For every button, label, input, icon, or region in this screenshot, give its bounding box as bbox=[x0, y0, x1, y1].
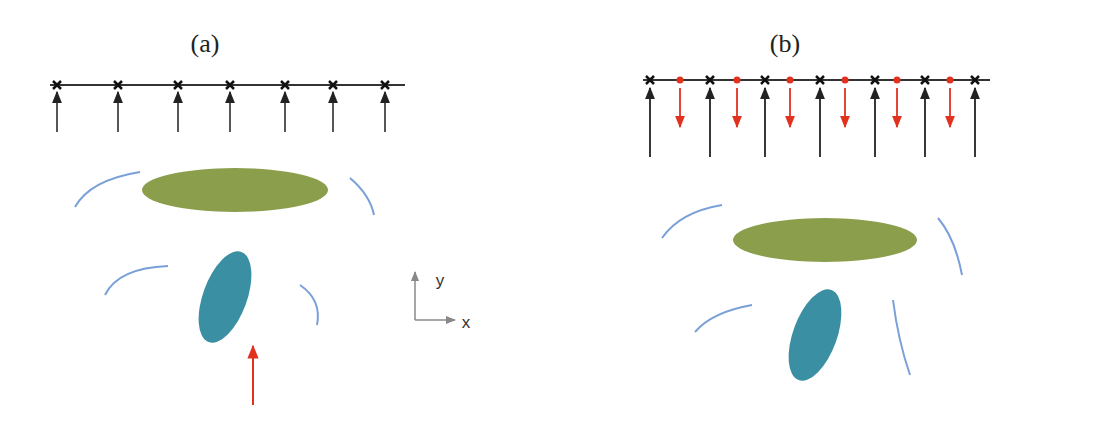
field-arrow bbox=[819, 88, 821, 157]
panel-label: (a) bbox=[191, 31, 220, 57]
sensor-cross bbox=[53, 81, 61, 89]
field-arrow bbox=[736, 88, 738, 127]
wave-arcs bbox=[75, 172, 374, 325]
scatterer-ellipse bbox=[733, 218, 917, 262]
sensor-cross bbox=[226, 81, 234, 89]
source-dot bbox=[947, 77, 954, 84]
field-arrow bbox=[117, 92, 119, 132]
sensor-cross bbox=[281, 81, 289, 89]
sensor-crosses bbox=[646, 76, 979, 84]
sensor-cross bbox=[921, 76, 929, 84]
received-arrows bbox=[57, 92, 385, 132]
scatterer-ellipse bbox=[188, 244, 262, 349]
incident-arrow bbox=[252, 346, 254, 405]
array-line bbox=[50, 84, 405, 86]
field-arrow bbox=[924, 88, 926, 157]
field-arrow bbox=[229, 92, 231, 132]
sensor-crosses bbox=[53, 81, 389, 89]
sensor-cross bbox=[971, 76, 979, 84]
field-arrow bbox=[764, 88, 766, 157]
field-arrow bbox=[332, 92, 334, 132]
transmit-points bbox=[677, 77, 954, 128]
sensor-cross bbox=[816, 76, 824, 84]
field-arrow bbox=[949, 88, 951, 127]
source-dot bbox=[734, 77, 741, 84]
field-arrow bbox=[874, 88, 876, 157]
field-arrow bbox=[896, 88, 898, 127]
field-arrow bbox=[284, 92, 286, 132]
field-arrow bbox=[709, 88, 711, 157]
field-arrow bbox=[679, 88, 681, 127]
sensor-cross bbox=[871, 76, 879, 84]
sensor-cross bbox=[174, 81, 182, 89]
field-arrow bbox=[789, 88, 791, 127]
received-arrows bbox=[650, 88, 975, 157]
field-arrow bbox=[56, 92, 58, 132]
field-arrow bbox=[974, 88, 976, 157]
source-dot bbox=[677, 77, 684, 84]
scatterer-ellipse bbox=[778, 282, 852, 387]
sensor-cross bbox=[329, 81, 337, 89]
sensor-cross bbox=[381, 81, 389, 89]
axis-label: x bbox=[462, 314, 471, 331]
field-arrow bbox=[177, 92, 179, 132]
field-arrow bbox=[384, 92, 386, 132]
source-dot bbox=[894, 77, 901, 84]
sensor-cross bbox=[706, 76, 714, 84]
sensor-cross bbox=[646, 76, 654, 84]
axis-x bbox=[415, 319, 455, 321]
sensor-cross bbox=[114, 81, 122, 89]
panel-label: (b) bbox=[770, 31, 800, 57]
sensor-cross bbox=[761, 76, 769, 84]
array-line bbox=[643, 79, 990, 81]
wave-arcs bbox=[662, 205, 962, 375]
axis-label: y bbox=[436, 272, 445, 289]
field-arrow bbox=[649, 88, 651, 157]
scatterer-ellipse bbox=[142, 168, 328, 212]
axis-y bbox=[414, 272, 416, 320]
field-arrow bbox=[844, 88, 846, 127]
source-dot bbox=[787, 77, 794, 84]
source-dot bbox=[842, 77, 849, 84]
